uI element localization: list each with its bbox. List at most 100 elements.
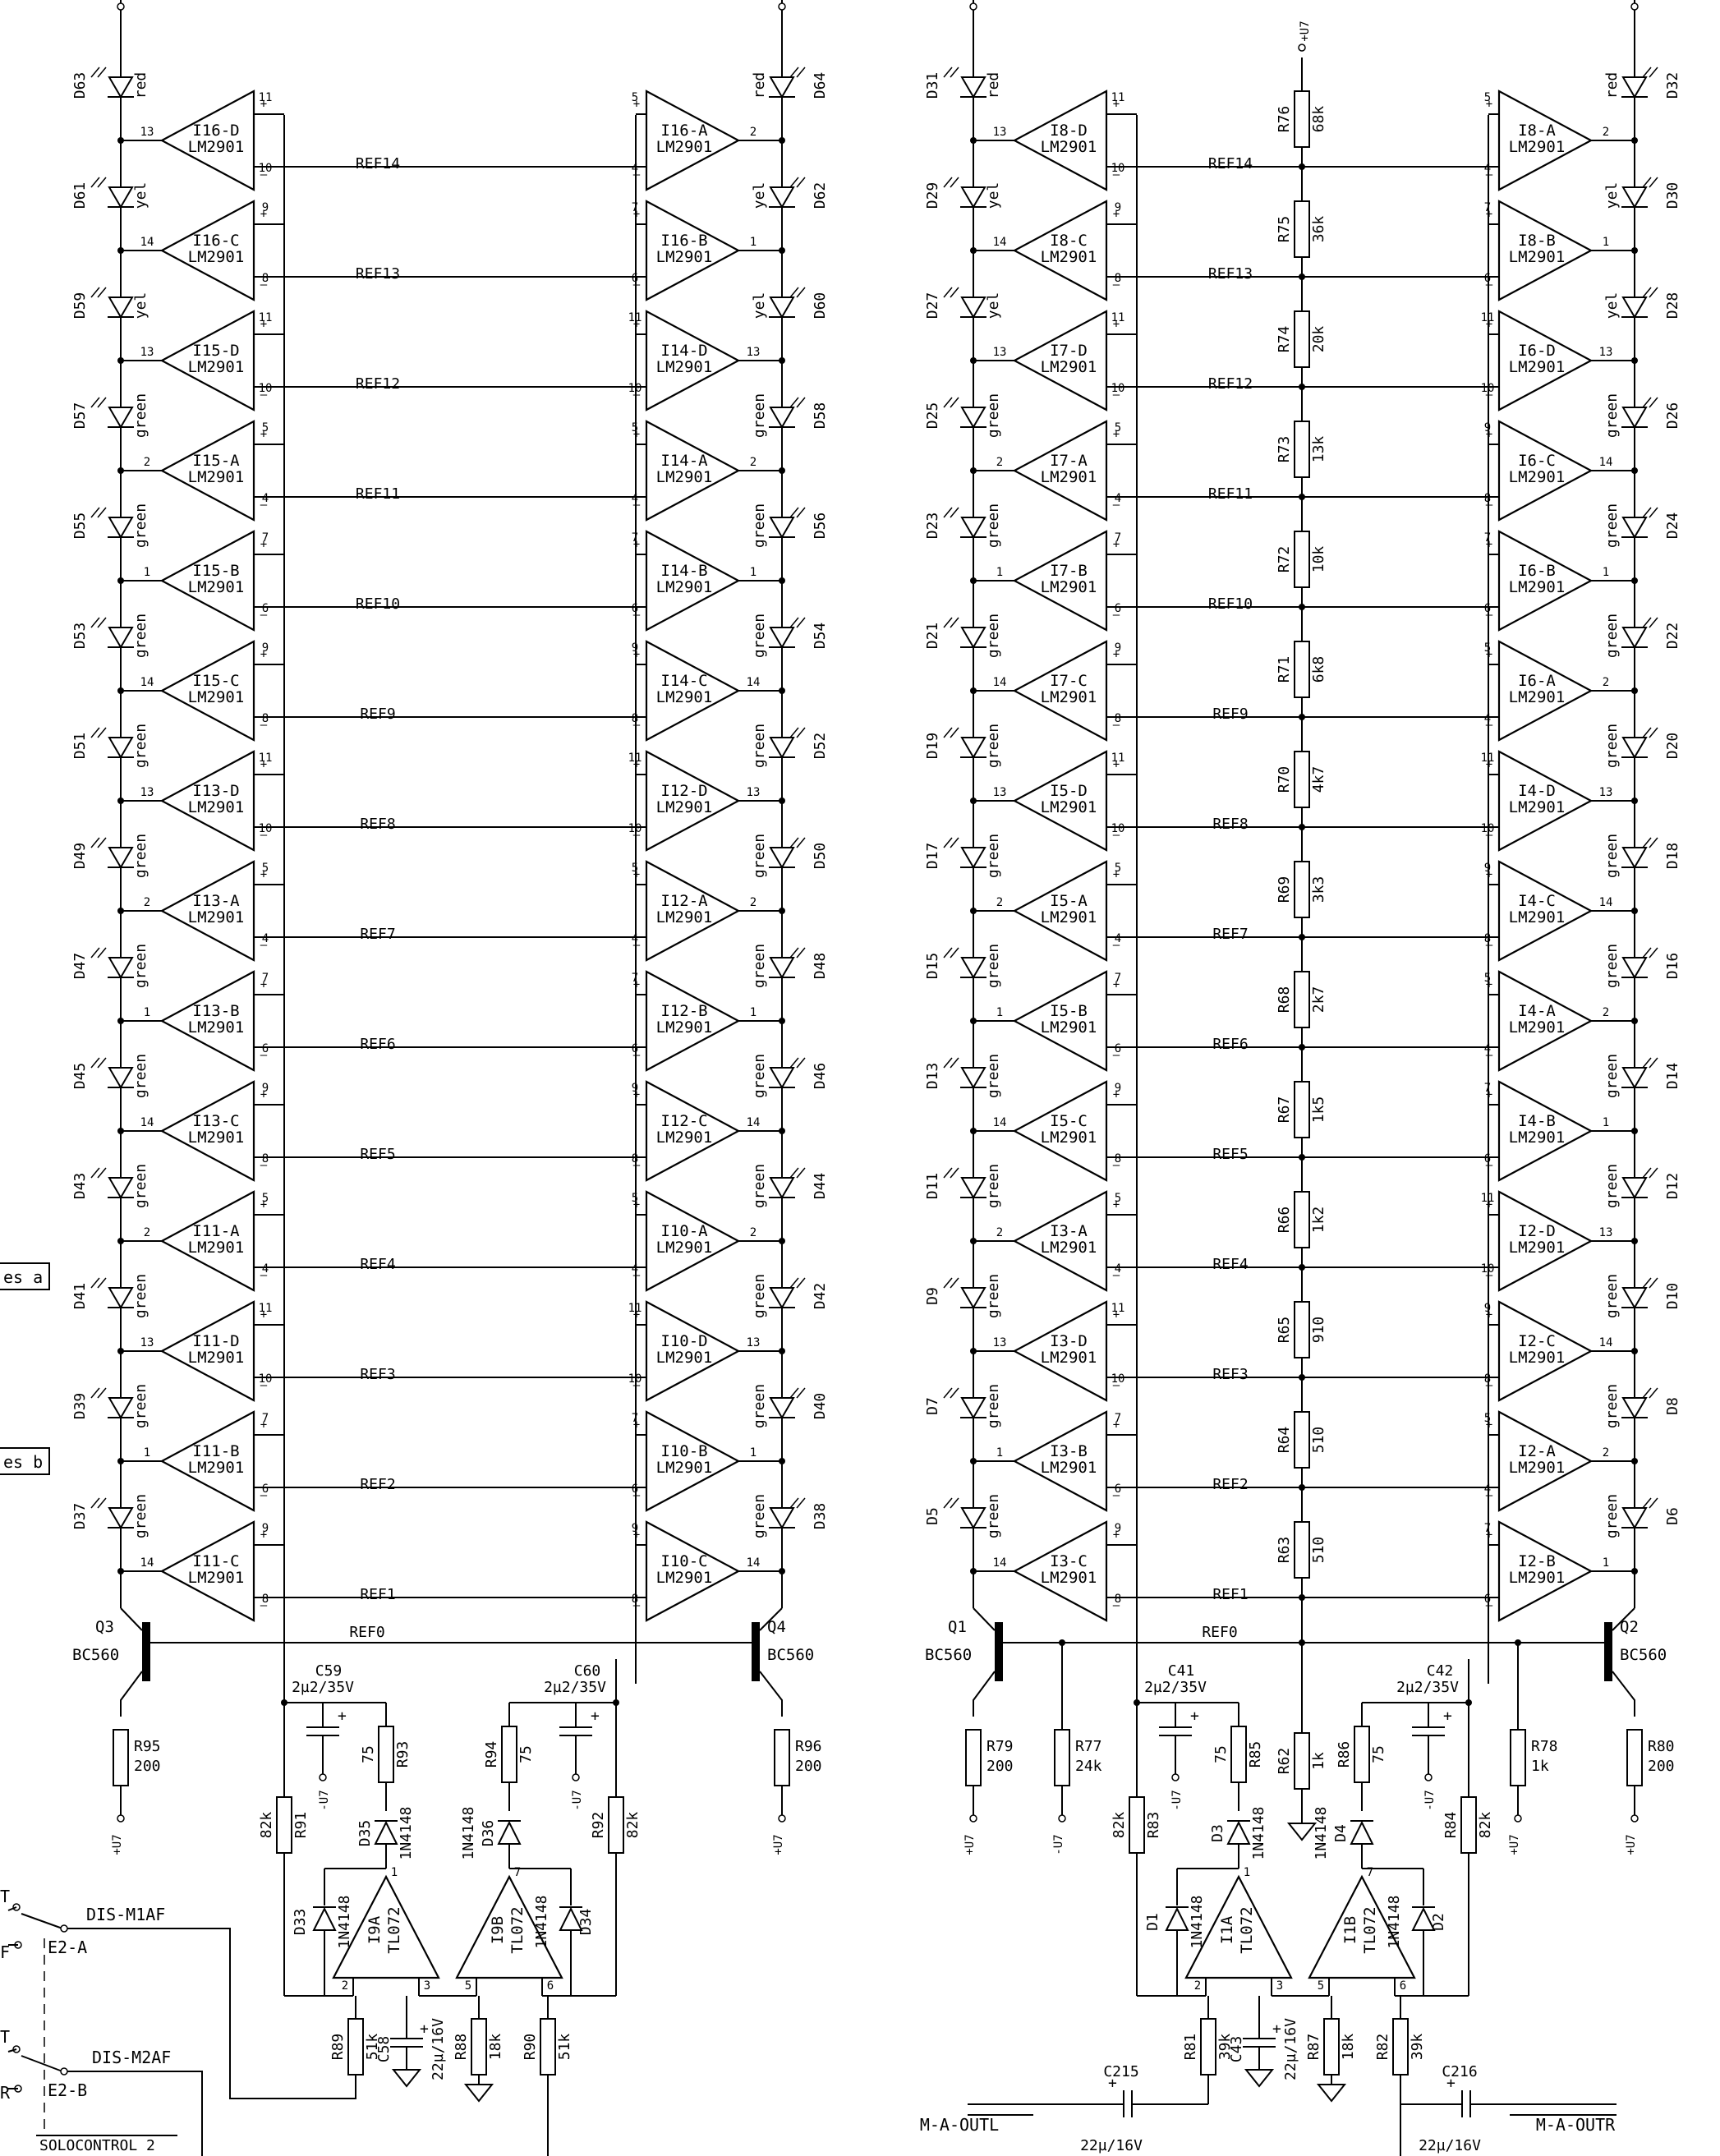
minus-sign: – [260,609,268,622]
plus-sign: + [1113,1198,1120,1211]
led-symbol [108,957,134,979]
terminal-circle [1424,1773,1433,1781]
pin-number: 2 [1603,676,1609,689]
led-arrow [943,1277,953,1289]
led-arrow [789,1387,799,1399]
transistor-emitter [759,1671,783,1717]
junction-dot [1631,247,1638,254]
resistor-value: 20k [1310,326,1327,353]
led-arrow [796,507,806,518]
comparator-part: LM2901 [656,358,713,376]
diode-part: 1N4148 [1250,1806,1267,1859]
pin-number: 9 [1484,862,1491,875]
led-color: yel [1603,292,1621,319]
pin-number: 13 [747,346,761,359]
led-ref: D49 [71,843,89,870]
comparator-name: I15-A [192,452,240,470]
junction-dot [970,1018,977,1024]
led-arrow [943,1057,953,1069]
resistor [965,1729,982,1786]
led-symbol [769,957,795,979]
comparator-name: I15-C [192,672,239,690]
junction-dot [117,1348,124,1354]
supply-label: +U7 [1299,21,1312,41]
led-symbol [960,847,986,869]
led-color: green [1603,1494,1621,1538]
opamp-name: I9B [489,1916,507,1944]
comparator-name: I6-C [1518,452,1556,470]
led-arrow [1642,287,1652,298]
transistor-part: BC560 [767,1646,814,1664]
supply-label: +U7 [111,1834,124,1855]
resistor-value: 1k [1310,1752,1327,1770]
led-symbol [960,517,986,539]
pin-number: 1 [1603,1116,1609,1129]
led-ref: D53 [71,623,89,650]
resistor-value: 36k [1310,216,1327,243]
led-color: red [985,72,1002,99]
junction-dot [970,908,977,914]
minus-sign: – [1113,388,1120,402]
comparator-part: LM2901 [656,798,713,816]
comparator-name: I5-A [1050,892,1088,910]
pin-number: 8 [262,1152,269,1165]
led-color: green [751,1384,768,1428]
led-arrow [1649,287,1658,298]
led-color: green [1603,944,1621,988]
led-color: yel [132,292,149,319]
minus-sign: – [633,1599,641,1612]
cap-ref: C216 [1442,2063,1477,2080]
led-ref: D62 [812,182,829,209]
transistor-collector [759,1607,783,1631]
ref-label: REF7 [360,926,395,943]
diode-part: 1N4148 [1386,1895,1403,1948]
pin-number: 7 [1484,1522,1491,1535]
minus-sign: – [1486,1269,1493,1282]
resistor-value: 10k [1310,546,1327,573]
led-color: green [1603,1054,1621,1098]
terminal-circle [60,2067,68,2076]
transistor-ref: Q4 [767,1618,786,1636]
switch-fragment: T [0,1887,10,1906]
minus-sign: – [260,1049,268,1062]
resistor [1230,1726,1247,1783]
led-symbol [1621,76,1648,99]
led-arrow [943,507,953,518]
led-color: green [132,724,149,768]
junction-dot [970,1568,977,1574]
pin-number: 1 [144,1446,150,1460]
led-symbol [960,186,986,209]
led-arrow [950,177,959,188]
led-symbol [960,737,986,759]
transistor-base-bar [1604,1622,1612,1681]
pin-number: 4 [1115,492,1121,505]
ladder-resistor [1294,1081,1310,1138]
comparator-symbol [159,750,255,852]
led-arrow [1649,67,1658,78]
pin-number: 14 [140,1556,154,1570]
comparator-name: I5-D [1050,782,1088,800]
comparator-part: LM2901 [1509,908,1566,926]
led-symbol [108,1287,134,1309]
polarity-plus: + [1443,1708,1452,1725]
minus-sign: – [260,1159,268,1172]
comparator-part: LM2901 [656,1239,713,1257]
junction-dot [779,247,785,254]
pin-number: 6 [632,1042,638,1055]
pin-number: 3 [1276,1979,1283,1993]
led-arrow [789,1277,799,1289]
pin-number: 11 [1111,1302,1125,1315]
diode-ref: D35 [356,1820,374,1847]
pin-number: 11 [259,1302,273,1315]
pin-number: 10 [259,1372,273,1386]
terminal-circle [572,1773,580,1781]
comparator-symbol [1497,1410,1594,1512]
comparator-symbol [1497,90,1594,191]
transistor-collector [973,1607,996,1631]
led-ref: D32 [1664,72,1681,99]
minus-sign: – [633,1489,641,1502]
led-arrow [1649,947,1658,958]
led-arrow [943,287,953,298]
ladder-resistor [1294,1411,1310,1469]
led-symbol [769,517,795,539]
